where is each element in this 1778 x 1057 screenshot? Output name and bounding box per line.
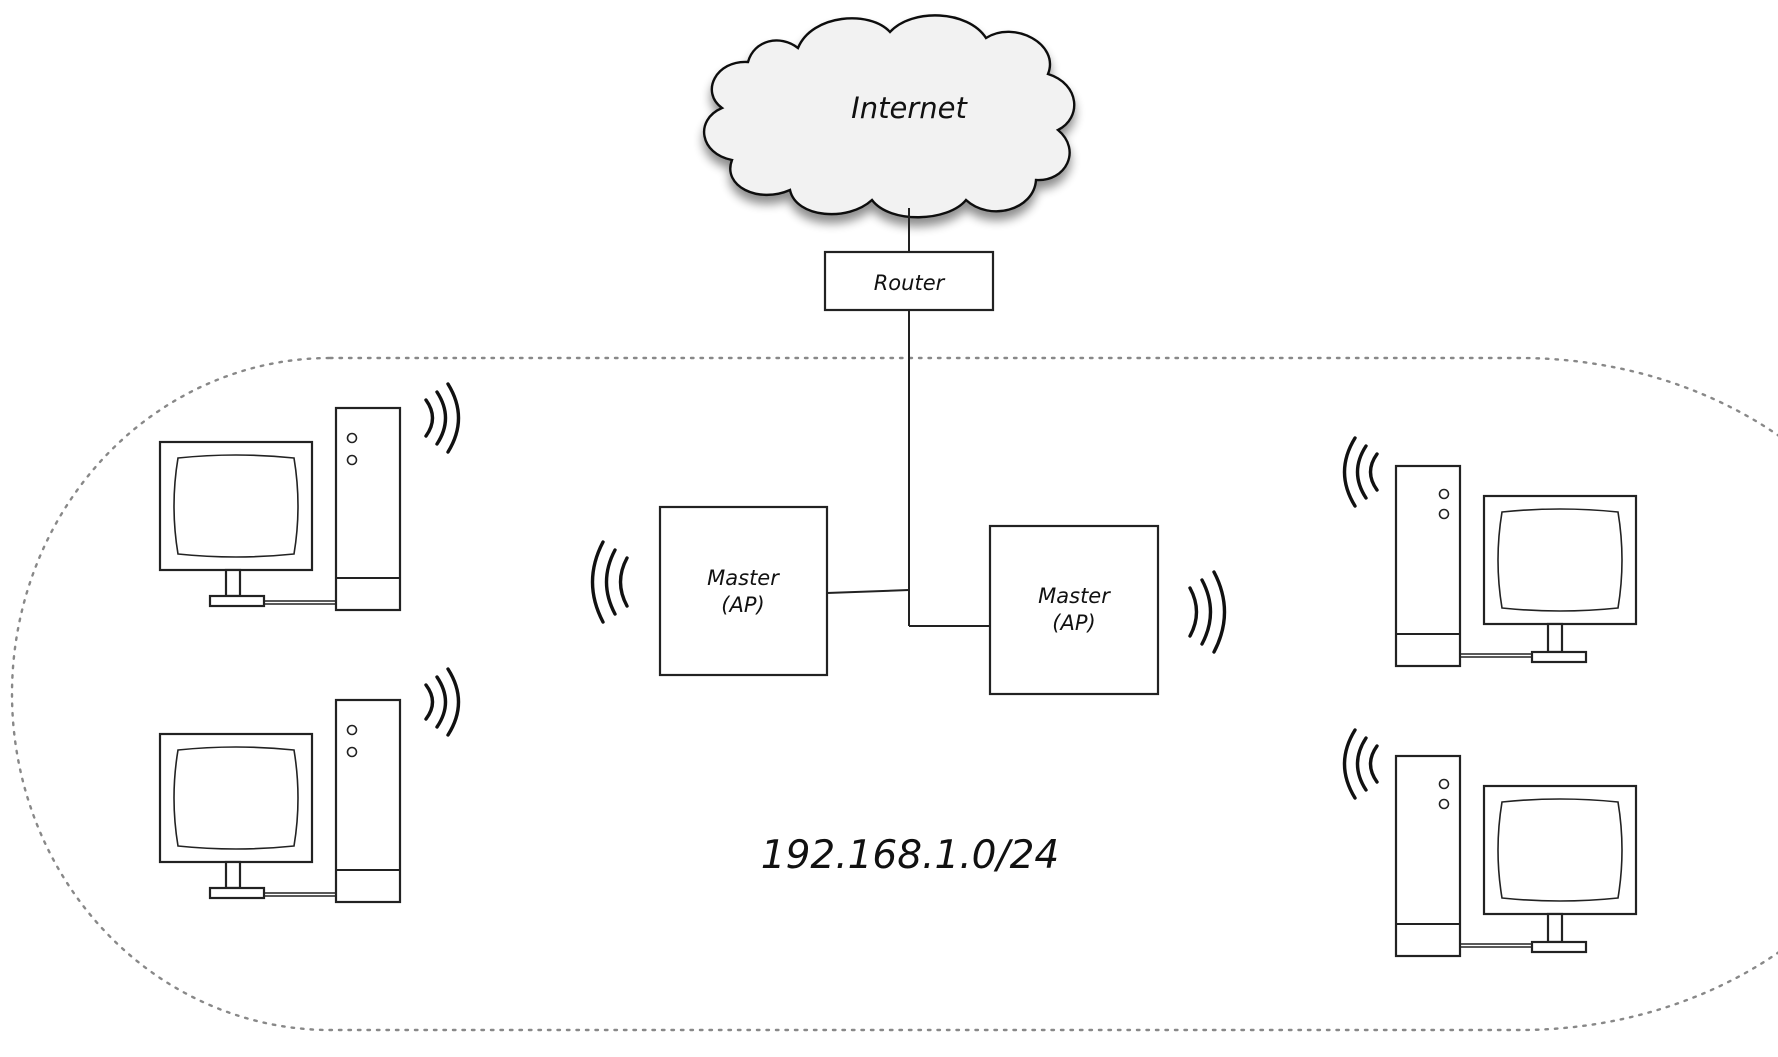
ap-right-label-line2: (AP) — [1052, 611, 1095, 635]
client-right-bottom-wifi-icon — [1342, 728, 1379, 800]
ap-left-wifi-icon — [590, 540, 629, 624]
subnet-label: 192.168.1.0/24 — [761, 833, 1059, 878]
internet-label: Internet — [851, 91, 968, 125]
client-left-top-wifi-icon — [424, 382, 461, 454]
ap-right-wifi-icon — [1188, 570, 1227, 654]
client-computer-right-top — [1342, 436, 1638, 668]
router-label: Router — [874, 271, 946, 295]
access-point-left: Master (AP) — [658, 505, 829, 677]
ap-right-label-line1: Master — [1038, 584, 1111, 608]
network-boundary — [10, 356, 1778, 1032]
internet-cloud — [703, 14, 1076, 219]
client-computer-left-bottom — [158, 667, 461, 904]
client-computer-right-bottom — [1342, 728, 1638, 958]
client-computer-left-top — [158, 382, 461, 612]
ap-left-link — [826, 589, 910, 594]
access-point-right: Master (AP) — [988, 524, 1160, 696]
router: Router — [823, 250, 995, 312]
ap-left-label-line2: (AP) — [721, 593, 764, 617]
client-right-top-wifi-icon — [1342, 436, 1379, 508]
client-left-bottom-wifi-icon — [424, 667, 461, 737]
ap-left-label-line1: Master — [707, 566, 780, 590]
